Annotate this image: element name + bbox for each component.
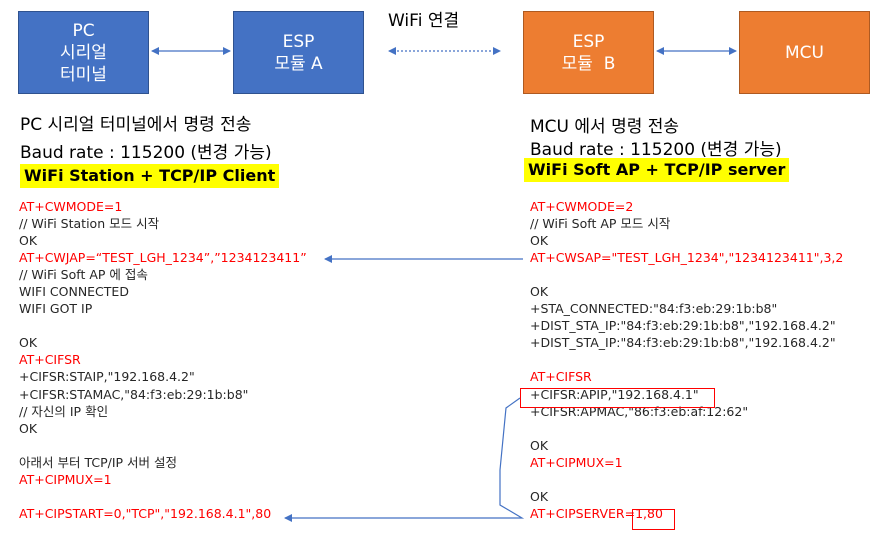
left-log-line: AT+CIFSR [19,352,81,368]
left-log-line: AT+CIPSTART=0,"TCP","192.168.4.1",80 [19,505,272,521]
right-mode-highlight: WiFi Soft AP + TCP/IP server [524,158,790,182]
right-log-line: AT+CWMODE=2 [530,199,634,214]
apip-highlight-box [520,388,715,408]
mcu-box: MCU [739,11,870,94]
mcu-line-1: MCU [785,42,824,63]
right-log-line: +DIST_STA_IP:"84:f3:eb:29:1b:b8","192.16… [530,335,836,351]
esp-a-line-2: 모듈 A [274,53,323,74]
left-log-line: OK [19,420,38,436]
left-log-line: AT+CWJAP=“TEST_LGH_1234”,”1234123411” [19,250,307,266]
left-log-line: // 자신의 IP 확인 [19,403,109,419]
right-log-line: +DIST_STA_IP:"84:f3:eb:29:1b:b8","192.16… [530,318,836,334]
right-baud-rate: Baud rate : 115200 (변경 가능) [530,140,782,160]
esp-a-line-1: ESP [282,31,315,52]
pc-box-line-3: 터미널 [60,64,107,85]
right-log-line: OK [530,284,549,300]
left-log-line: WIFI CONNECTED [19,284,129,300]
right-title: MCU 에서 명령 전송 [530,117,680,137]
left-title: PC 시리얼 터미널에서 명령 전송 [20,115,252,135]
left-log-line: AT+CIPMUX=1 [19,471,112,487]
left-log-line: // WiFi Station 모드 시작 [19,216,160,232]
left-log-line: OK [19,335,38,351]
right-log-line: AT+CIPMUX=1 [530,454,623,470]
right-log-line: +STA_CONNECTED:"84:f3:eb:29:1b:b8" [530,301,778,317]
left-log-line [19,488,307,505]
esp-module-b-box: ESP 모듈 B [523,11,654,94]
right-log-line [530,420,843,437]
pc-box-line-1: PC [72,20,95,41]
right-log-line: AT+CIPSERVER=1,80 [530,505,663,521]
wifi-link-label: WiFi 연결 [388,11,460,31]
server-port-highlight-box [632,509,675,530]
left-log-line: 아래서 부터 TCP/IP 서버 설정 [19,454,177,470]
right-log-line [530,266,843,283]
right-log-line: OK [530,437,549,453]
esp-module-a-box: ESP 모듈 A [233,11,364,94]
esp-b-line-1: ESP [572,31,605,52]
left-log-line [19,437,307,454]
pc-serial-terminal-box: PC 시리얼 터미널 [18,11,149,94]
right-log-line: OK [530,488,549,504]
cifsr-to-cipstart-arrow [284,397,525,522]
left-log-line: AT+CWMODE=1 [19,199,123,214]
left-baud-rate: Baud rate : 115200 (변경 가능) [20,143,272,163]
right-log-line: AT+CWSAP="TEST_LGH_1234","1234123411",3,… [530,250,844,266]
left-log-line: +CIFSR:STAIP,"192.168.4.2" [19,369,195,385]
left-log-line: // WiFi Soft AP 에 접속 [19,267,148,283]
left-log-line [19,317,307,334]
right-log-line: AT+CIFSR [530,369,592,385]
right-log-line: +CIFSR:APIP,"192.168.4.1" [530,386,699,402]
right-log-line: // WiFi Soft AP 모드 시작 [530,216,671,232]
right-log-line: OK [530,233,549,249]
right-log-line [530,471,843,488]
left-mode-highlight: WiFi Station + TCP/IP Client [20,164,280,188]
right-log-line [530,351,843,368]
left-log-line: WIFI GOT IP [19,301,93,317]
left-log-line: +CIFSR:STAMAC,"84:f3:eb:29:1b:b8" [19,386,249,402]
pc-box-line-2: 시리얼 [60,42,107,63]
left-log-line: OK [19,233,38,249]
esp-b-line-2: 모듈 B [561,53,616,74]
